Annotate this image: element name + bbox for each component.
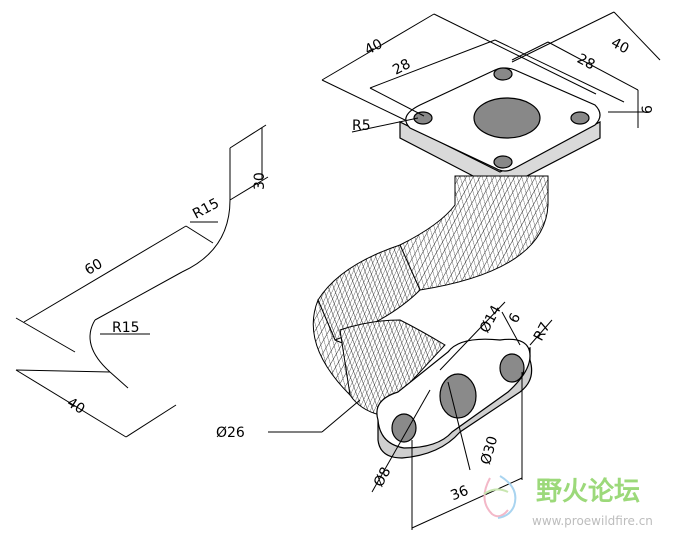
watermark: 野火论坛 www.proewildfire.cn (483, 475, 653, 528)
watermark-url: www.proewildfire.cn (532, 514, 653, 528)
dim-bottom-end-radius: R7 (531, 320, 554, 344)
dim-40-left: 40 (64, 395, 88, 418)
watermark-logo-icon (483, 475, 517, 519)
dim-top-28-right: 28 (574, 51, 597, 73)
dim-bottom-hole-small: Ø8 (371, 465, 394, 490)
dim-60: 60 (82, 256, 105, 279)
bent-pipe (312, 175, 549, 416)
dim-top-corner-radius: R5 (352, 118, 371, 134)
dim-bottom-span: 36 (448, 483, 471, 505)
bottom-flange-dimensions (371, 301, 553, 530)
pipe-diameter-leader (268, 399, 361, 433)
radius-label-lower: R15 (112, 320, 140, 336)
watermark-title: 野火论坛 (536, 477, 640, 507)
radius-label-upper: R15 (190, 196, 222, 223)
top-flange (399, 67, 601, 191)
dim-top-thickness: 6 (640, 105, 656, 114)
dim-top-40-left: 40 (362, 36, 385, 58)
top-flange-dimensions (321, 11, 661, 133)
dim-pipe-diameter: Ø26 (216, 425, 245, 441)
dim-30: 30 (252, 172, 268, 190)
dim-top-40-right: 40 (608, 35, 631, 57)
dim-top-28-left: 28 (390, 56, 413, 78)
dim-bottom-hole-center: Ø30 (478, 434, 501, 466)
dim-bottom-hole-right: Ø14 (477, 303, 505, 336)
path-sketch (15, 124, 269, 438)
